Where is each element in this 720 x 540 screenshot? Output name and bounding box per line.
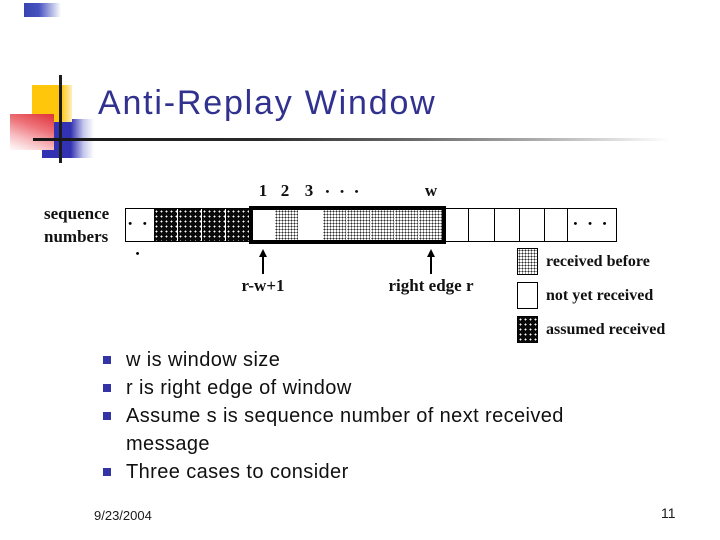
sequence-numbers-label-line2: numbers [44, 227, 109, 246]
bullet-text: r is right edge of window [126, 377, 352, 399]
sequence-numbers-label: sequence numbers [44, 202, 128, 248]
blank-cell [519, 209, 544, 241]
title-underline [33, 138, 670, 141]
blank-cell: • • • [567, 209, 616, 241]
legend-label: received before [546, 252, 650, 270]
legend-swatch-received [517, 248, 538, 275]
window-top-label-1: 1 [258, 181, 268, 200]
received-cell [370, 210, 394, 240]
bullet-text: w is window size [126, 349, 281, 371]
legend-item: assumed received [517, 316, 665, 343]
assumed-cell [225, 209, 249, 241]
page-number: 11 [661, 505, 676, 521]
legend-swatch-blank [517, 282, 538, 309]
blank-cell [468, 209, 494, 241]
received-cell [275, 210, 298, 240]
bullet-list: w is window size r is right edge of windo… [99, 346, 611, 486]
blank-cell [446, 209, 468, 241]
sequence-number-band: • • • • • • [125, 206, 617, 260]
bullet-item: r is right edge of window [99, 374, 611, 402]
legend-item: received before [517, 248, 665, 275]
slide-title: Anti-Replay Window [98, 84, 437, 122]
window-left-edge-label: r-w+1 [241, 276, 285, 295]
received-cell [323, 210, 346, 240]
footer-date: 9/23/2004 [94, 508, 152, 523]
window-top-label-w: w [424, 181, 438, 200]
deco-vertical-line [59, 75, 62, 163]
blank-cell: • • • [126, 209, 153, 260]
band-right-section: • • • [446, 208, 617, 242]
blank-cell [253, 210, 275, 240]
window-top-label-ellipsis: • • • [325, 186, 363, 198]
ellipsis-dots: • • • [128, 218, 151, 260]
window-top-label-3: 3 [304, 181, 314, 200]
bullet-item: Three cases to consider [99, 458, 611, 486]
legend-label: assumed received [546, 320, 666, 338]
window-right-edge-label: right edge r [388, 276, 474, 295]
blank-cell [494, 209, 519, 241]
legend-label: not yet received [546, 286, 654, 304]
legend: received before not yet received assumed r… [517, 248, 665, 350]
received-cell [418, 210, 442, 240]
bullet-text: Assume s is sequence number of next rece… [126, 405, 564, 455]
bullet-item: Assume s is sequence number of next rece… [99, 402, 611, 458]
band-left-section: • • • [125, 208, 249, 260]
bullet-text: Three cases to consider [126, 461, 349, 483]
assumed-cell [177, 209, 201, 241]
sequence-numbers-label-line1: sequence [44, 204, 110, 223]
assumed-cell [153, 209, 177, 241]
window-top-label-2: 2 [280, 181, 290, 200]
blank-cell [544, 209, 567, 241]
received-cell [394, 210, 418, 240]
top-left-accent-bar [24, 3, 61, 17]
window-left-edge-arrow-icon [259, 249, 267, 274]
received-cell [346, 210, 370, 240]
deco-red-square [10, 114, 54, 150]
anti-replay-window-box [249, 206, 446, 244]
bullet-item: w is window size [99, 346, 611, 374]
assumed-cell [201, 209, 225, 241]
legend-item: not yet received [517, 282, 665, 309]
ellipsis-dots: • • • [573, 218, 611, 230]
legend-swatch-assumed [517, 316, 538, 343]
window-right-edge-arrow-icon [427, 249, 435, 274]
blank-cell [298, 210, 323, 240]
